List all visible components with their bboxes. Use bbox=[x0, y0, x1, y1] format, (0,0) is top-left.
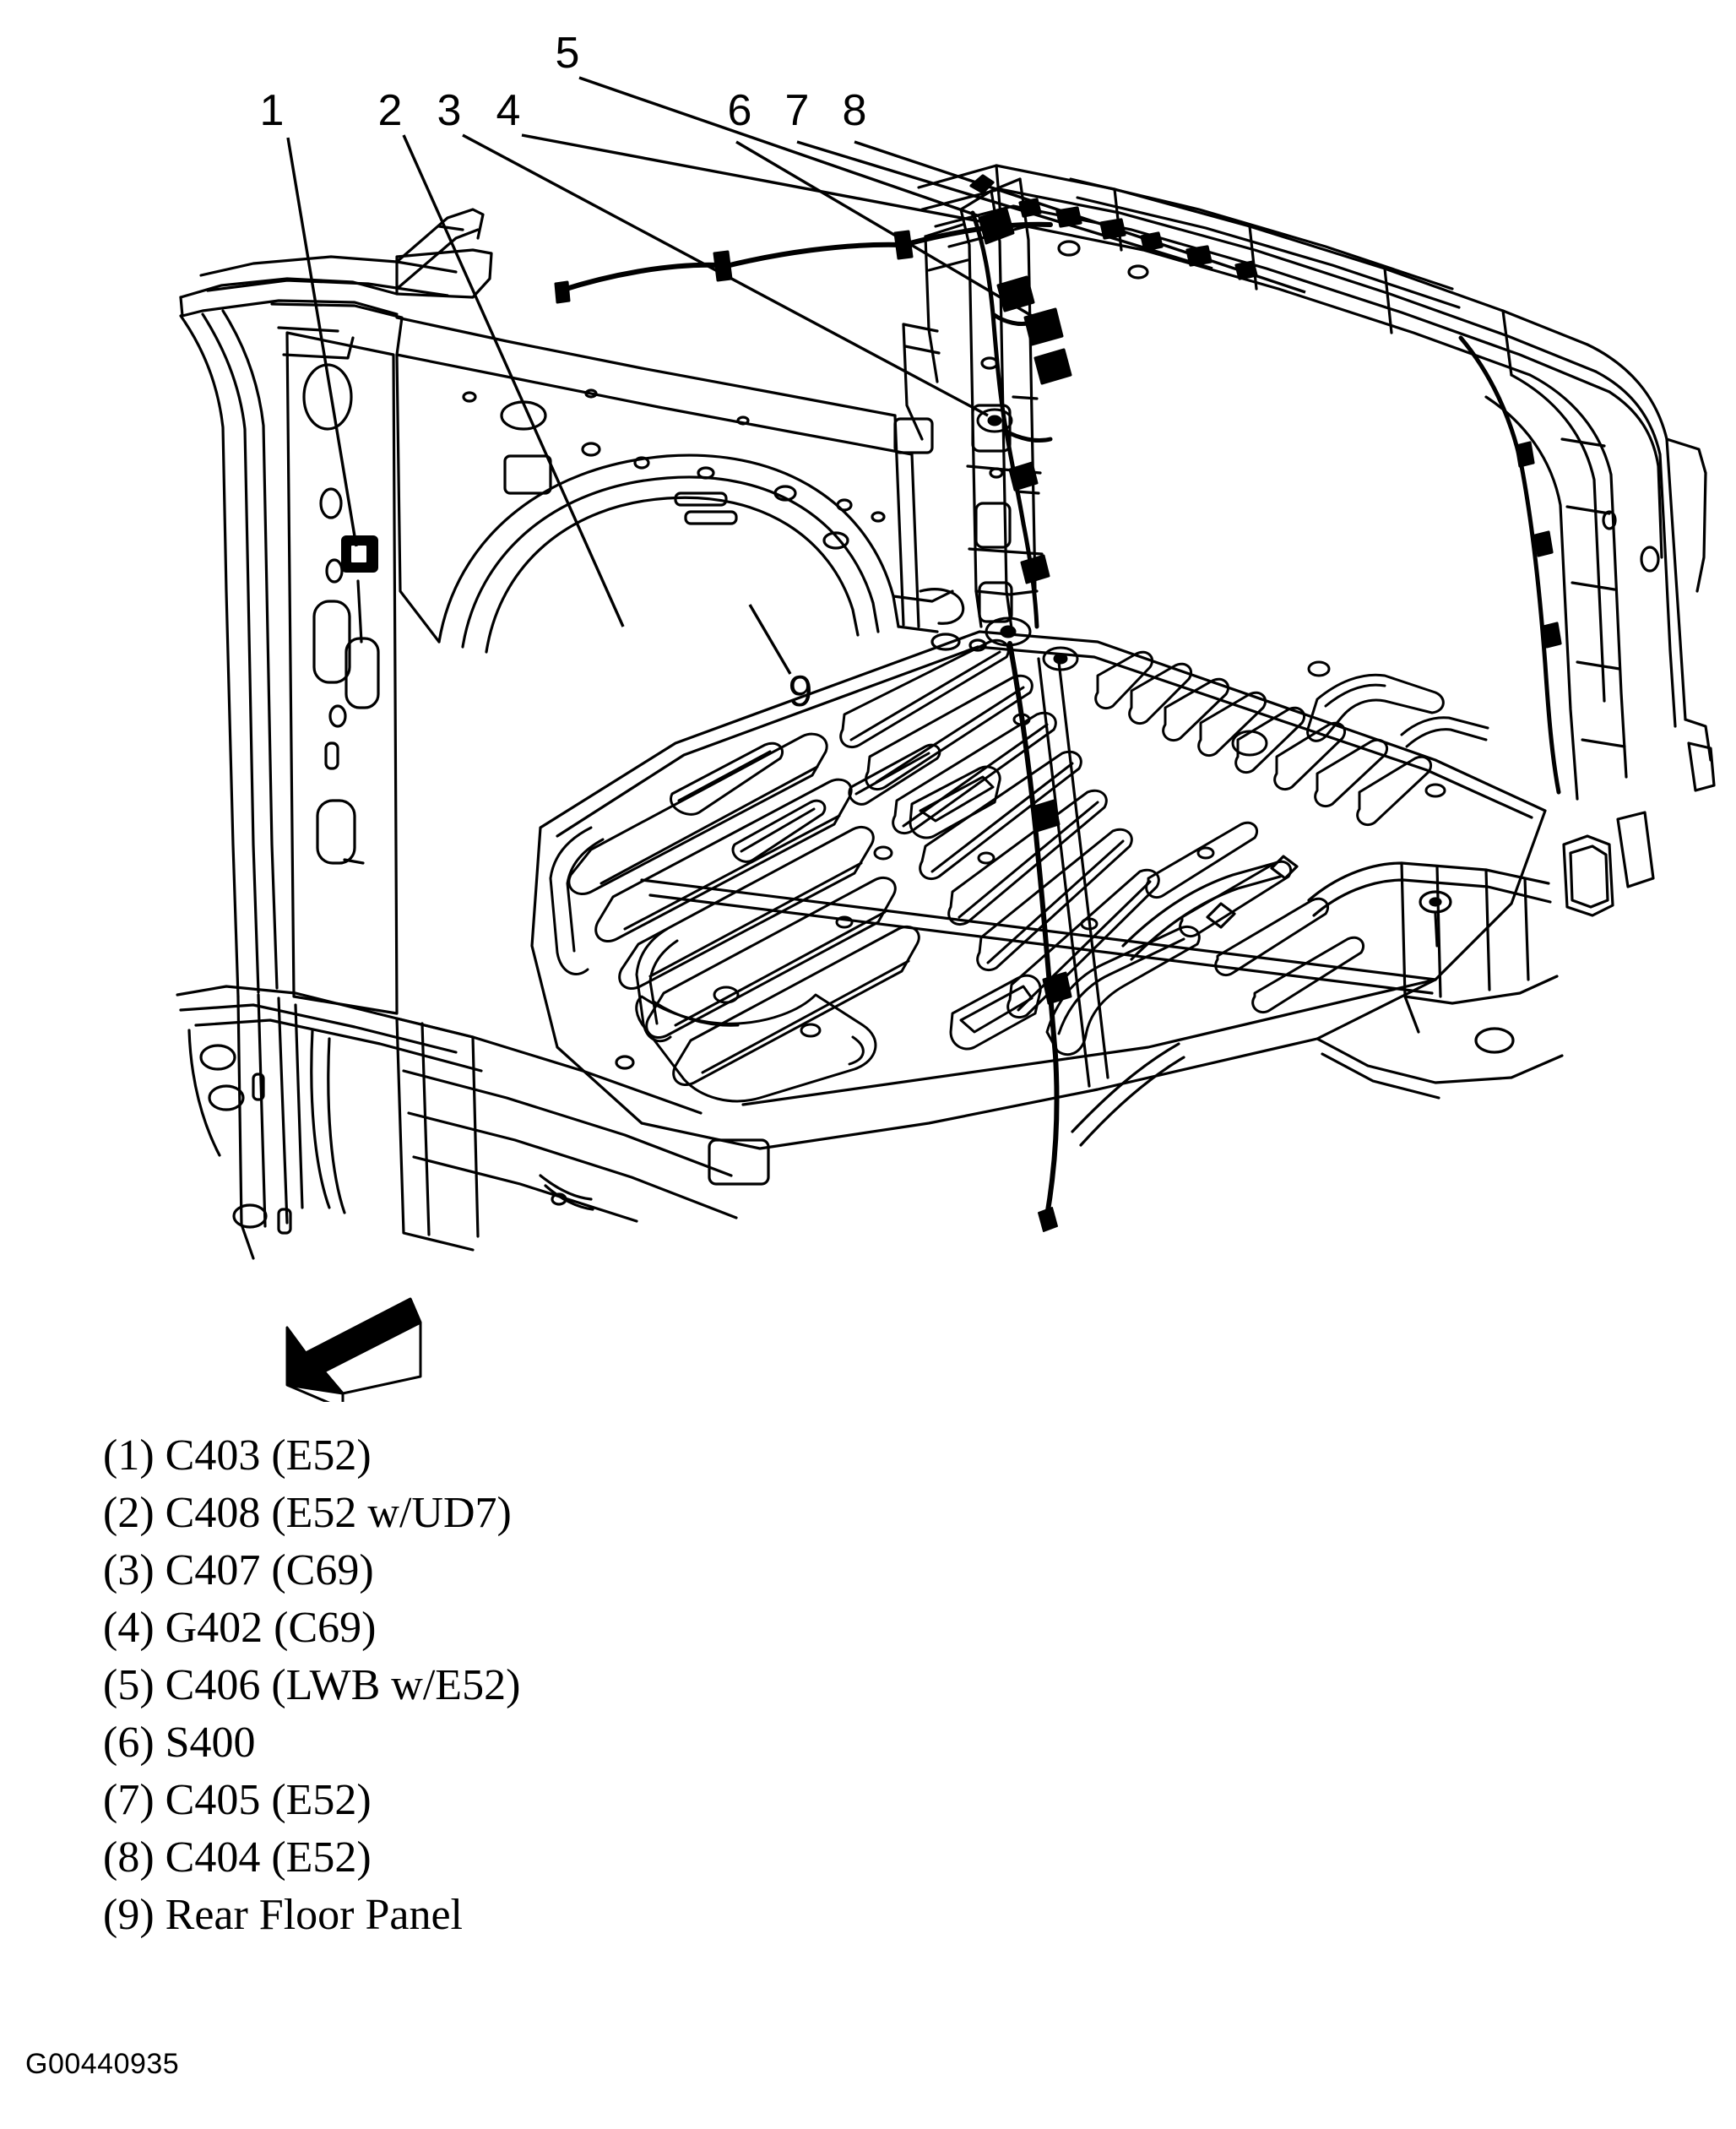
callout-number-6: 6 bbox=[728, 86, 752, 135]
vehicle-body-line-drawing: 1 2 3 4 5 6 7 8 9 bbox=[176, 29, 1716, 1402]
callout-number-9: 9 bbox=[789, 667, 813, 716]
legend-item-5: (5) C406 (LWB w/E52) bbox=[103, 1661, 521, 1709]
leader-line-7 bbox=[796, 140, 1213, 270]
callout-number-1: 1 bbox=[260, 86, 285, 135]
leader-line-4 bbox=[521, 133, 980, 223]
wiring-harness-upper bbox=[558, 221, 1053, 293]
forward-direction-arrow bbox=[285, 1297, 422, 1402]
rocker-sill-panel bbox=[176, 985, 770, 1260]
leader-line-8 bbox=[854, 140, 1306, 294]
b-pillar-assembly bbox=[179, 248, 493, 1015]
legend-item-4: (4) G402 (C69) bbox=[103, 1604, 377, 1652]
leader-line-2 bbox=[402, 134, 625, 627]
callout-number-7: 7 bbox=[785, 86, 810, 135]
legend-item-2: (2) C408 (E52 w/UD7) bbox=[103, 1489, 512, 1537]
leader-line-5 bbox=[578, 76, 980, 218]
harness-clip-floor bbox=[1030, 799, 1072, 1005]
callout-leaders bbox=[286, 76, 1306, 675]
connector-g402 bbox=[978, 208, 1015, 245]
body-structure-outline bbox=[176, 164, 1716, 1260]
leader-line-6 bbox=[735, 140, 1061, 334]
legend-item-7: (7) C405 (E52) bbox=[103, 1776, 372, 1824]
legend-item-8: (8) C404 (E52) bbox=[103, 1833, 372, 1882]
callout-number-8: 8 bbox=[843, 86, 867, 135]
harness-clips-c-pillar bbox=[1008, 461, 1050, 584]
callout-number-2: 2 bbox=[378, 86, 403, 135]
connector-c407 bbox=[976, 408, 1013, 433]
rear-crossmember bbox=[1307, 811, 1655, 1100]
callout-number-3: 3 bbox=[437, 86, 462, 135]
d-pillar-rear-quarter bbox=[1458, 335, 1716, 801]
legend-item-3: (3) C407 (C69) bbox=[103, 1546, 374, 1594]
harness-clip-upper bbox=[554, 230, 914, 304]
connector-c403 bbox=[341, 535, 378, 573]
callout-number-4: 4 bbox=[496, 86, 521, 135]
legend-item-1: (1) C403 (E52) bbox=[103, 1431, 372, 1480]
upper-left-rail bbox=[199, 208, 485, 297]
quarter-inner-panel bbox=[395, 316, 987, 654]
legend-list: (1) C403 (E52) (2) C408 (E52 w/UD7) (3) … bbox=[103, 1427, 1116, 1944]
callout-number-5: 5 bbox=[556, 29, 580, 78]
rear-floor-panel bbox=[530, 630, 1547, 1150]
floor-ribs-center bbox=[839, 638, 1201, 1056]
leader-line-9 bbox=[748, 604, 792, 675]
leader-line-1 bbox=[286, 137, 358, 547]
leader-line-3 bbox=[462, 133, 989, 417]
callout-numbers: 1 2 3 4 5 6 7 8 9 bbox=[260, 29, 867, 716]
rear-seat-brace bbox=[1071, 855, 1299, 1147]
figure-id-code: G00440935 bbox=[25, 2048, 180, 2080]
floor-ribs-left bbox=[549, 732, 1042, 1103]
legend-item-9: (9) Rear Floor Panel bbox=[103, 1891, 464, 1939]
floor-ribs-right bbox=[1094, 650, 1489, 1014]
legend-item-6: (6) S400 bbox=[103, 1719, 256, 1767]
